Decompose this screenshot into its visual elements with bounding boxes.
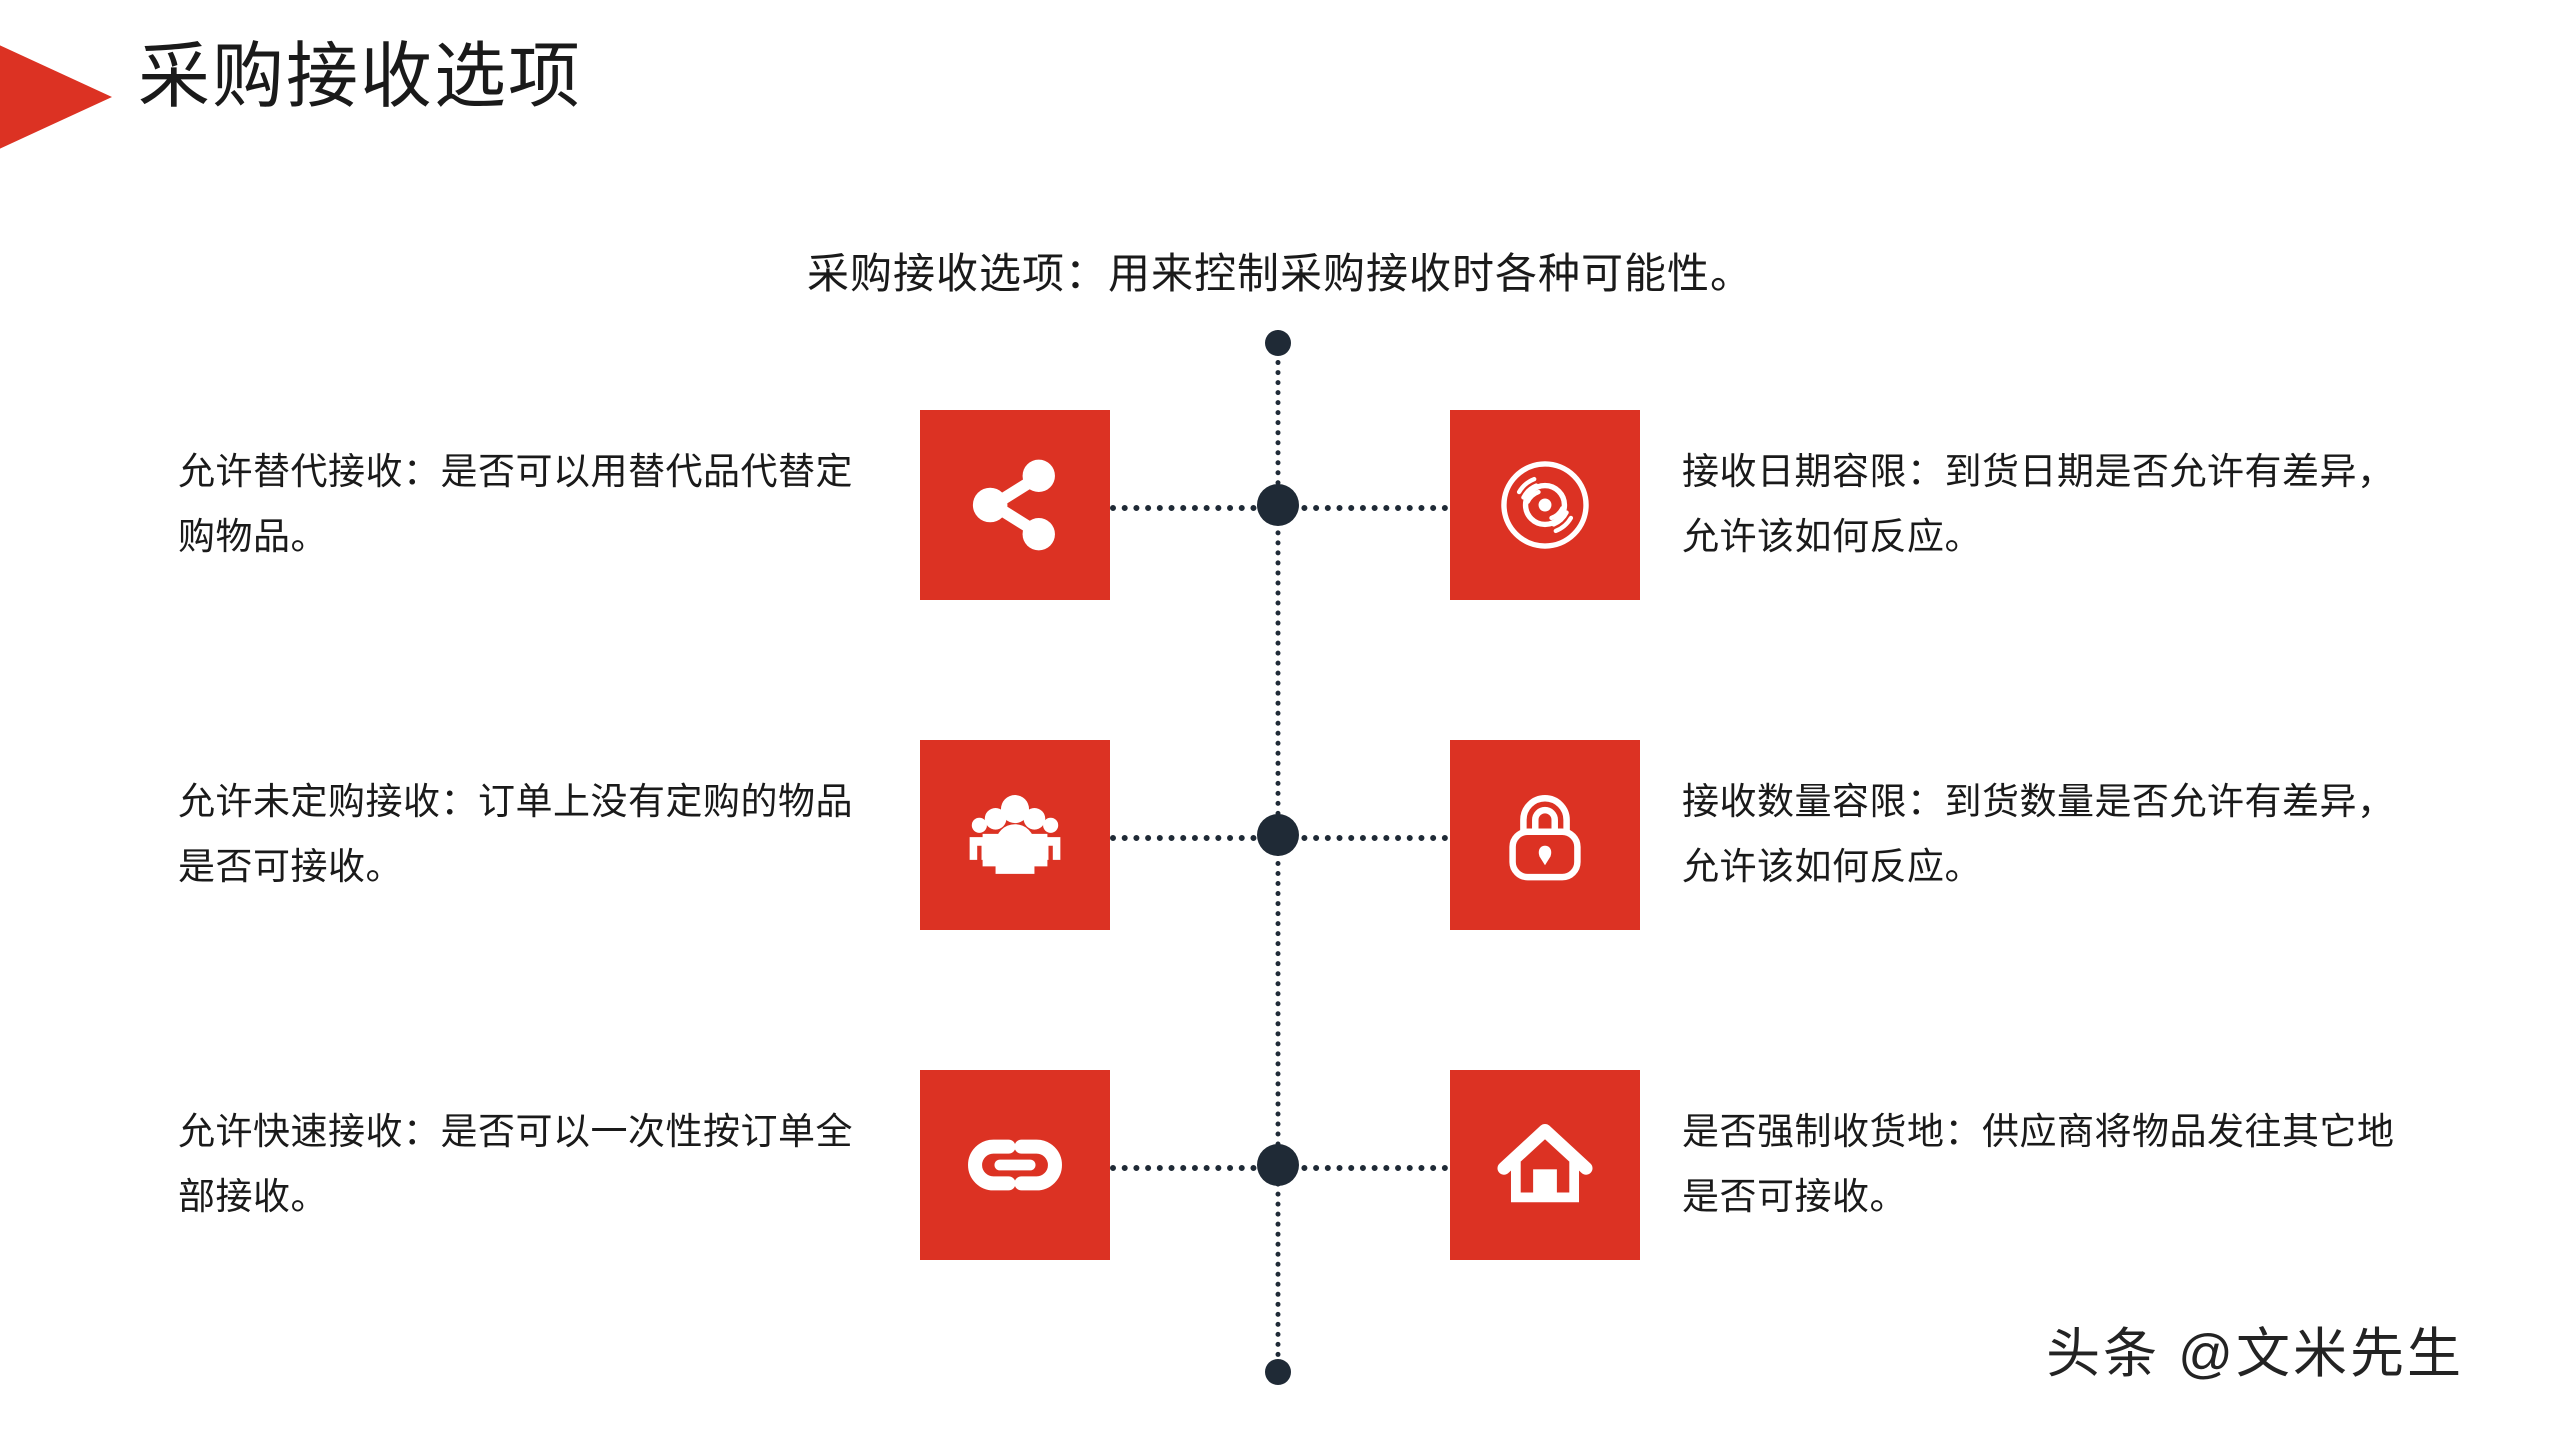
icon-tile-right-2[interactable] [1450,740,1640,930]
icon-tile-left-2[interactable] [920,740,1110,930]
item-label-left-1: 允许替代接收：是否可以用替代品代替定购物品。 [178,451,853,557]
item-label-right-2: 接收数量容限：到货数量是否允许有差异，允许该如何反应。 [1682,781,2395,887]
connector-right-3 [1278,1165,1448,1171]
node-dot-2 [1257,814,1299,856]
spine-bottom-cap-dot [1265,1359,1291,1385]
connector-left-1 [1110,505,1280,511]
connector-right-1 [1278,505,1448,511]
icon-tile-left-3[interactable] [920,1070,1110,1260]
vinyl-record-icon [1491,451,1599,559]
icon-tile-right-3[interactable] [1450,1070,1640,1260]
node-dot-3 [1257,1144,1299,1186]
spine-top-cap-dot [1265,330,1291,356]
icon-tile-right-1[interactable] [1450,410,1640,600]
item-label-right-1: 接收日期容限：到货日期是否允许有差异，允许该如何反应。 [1682,451,2395,557]
home-icon [1491,1111,1599,1219]
item-label-left-3: 允许快速接收：是否可以一次性按订单全部接收。 [178,1111,853,1217]
connector-right-2 [1278,835,1448,841]
connector-left-3 [1110,1165,1280,1171]
triangle-right-marker-icon [0,27,112,167]
item-label-left-2: 允许未定购接收：订单上没有定购的物品是否可接收。 [178,781,853,887]
watermark: 头条 @文米先生 [2046,1324,2464,1384]
subtitle: 采购接收选项：用来控制采购接收时各种可能性。 [806,250,1753,297]
page-title: 采购接收选项 [138,37,583,117]
chain-link-icon [961,1111,1069,1219]
item-label-right-3: 是否强制收货地：供应商将物品发往其它地是否可接收。 [1682,1111,2395,1217]
share-nodes-icon [961,451,1069,559]
people-group-icon [961,781,1069,889]
connector-left-2 [1110,835,1280,841]
node-dot-1 [1257,484,1299,526]
padlock-icon [1491,781,1599,889]
icon-tile-left-1[interactable] [920,410,1110,600]
